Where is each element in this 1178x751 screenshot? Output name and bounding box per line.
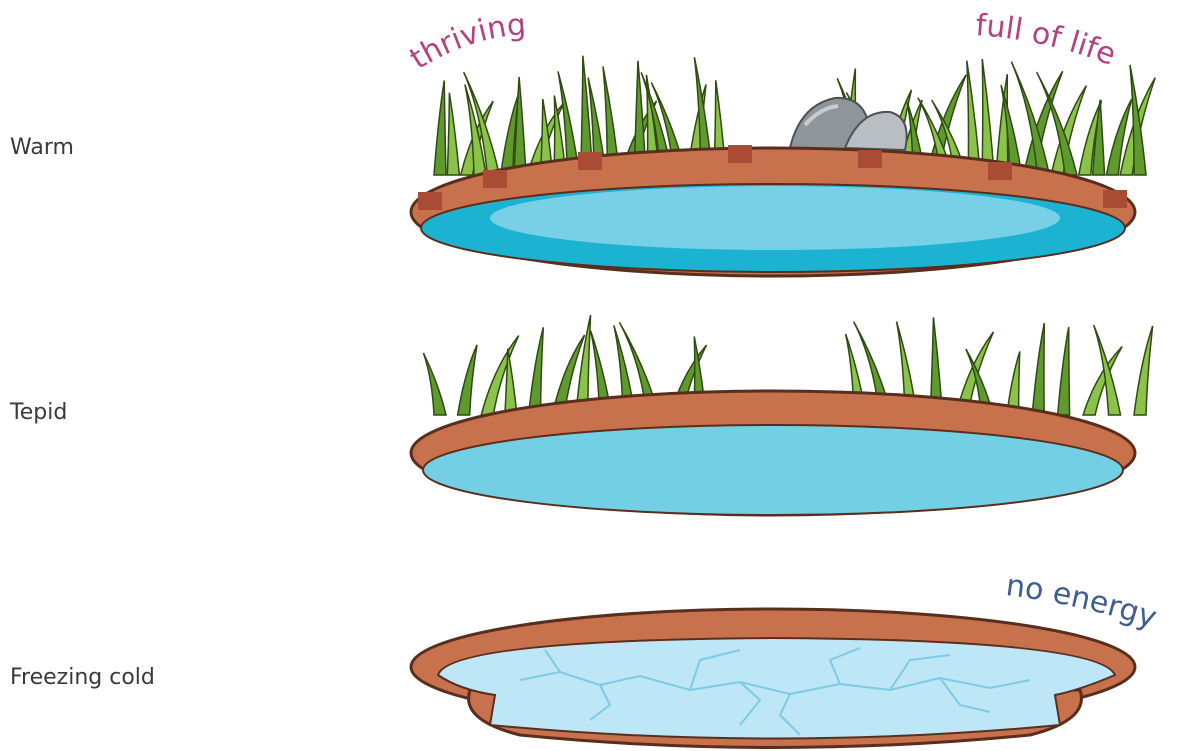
- annotation-full-of-life: full of life: [974, 8, 1120, 73]
- annotation-thriving: thriving: [404, 7, 527, 76]
- tepid-pond: [411, 315, 1153, 515]
- rock-icon: [790, 98, 907, 150]
- frozen-pond: [411, 609, 1135, 748]
- warm-pond: [411, 56, 1155, 276]
